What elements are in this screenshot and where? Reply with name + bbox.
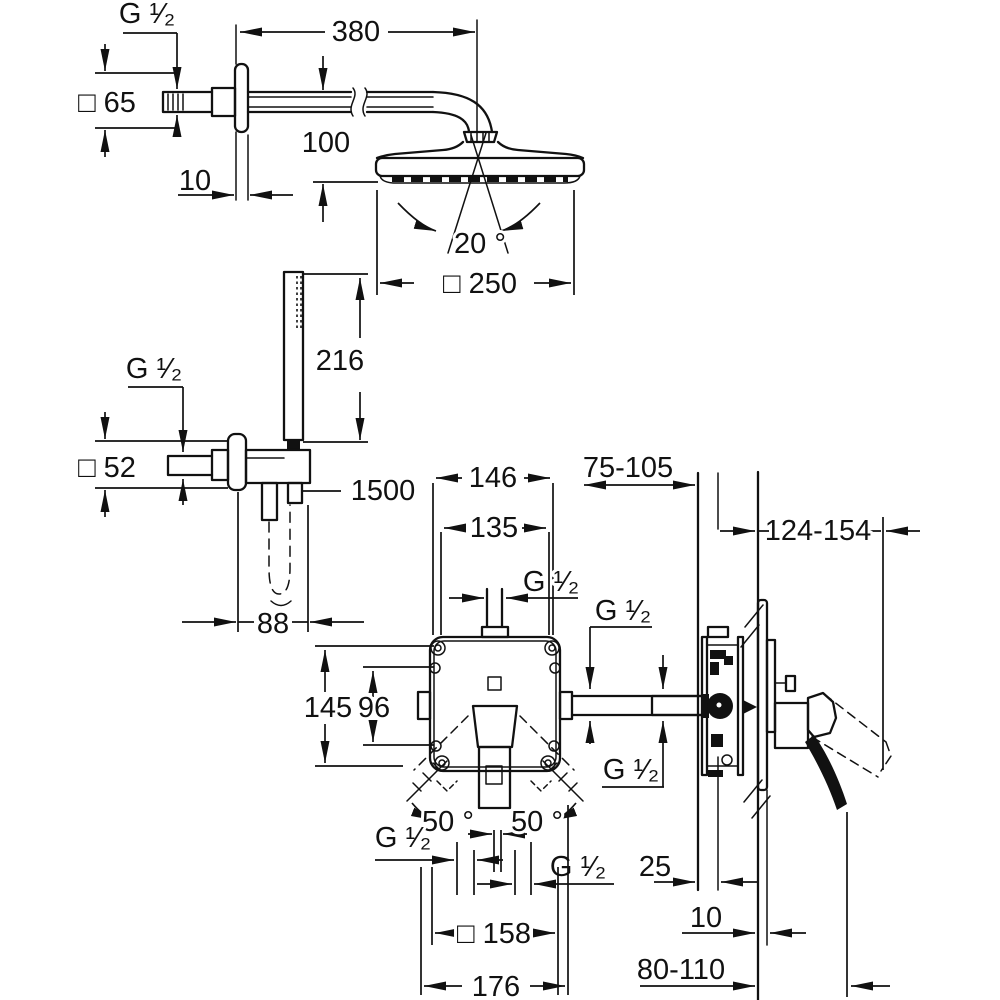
dim-bottom-thread-left: G ¹⁄₂: [375, 822, 431, 854]
dim-trim-width: 176: [472, 971, 520, 1000]
dim-side-thread-upper: G ¹⁄₂: [595, 595, 651, 627]
mixer-front-dimensions: 146 135 G ¹⁄₂ G ¹⁄₂ G ¹⁄₂ 145 96: [301, 459, 668, 1000]
dim-body-width: 146: [469, 462, 517, 494]
dim-swing-right: 50 °: [511, 806, 563, 838]
dim-hole-spacing-v-inner: 96: [358, 692, 390, 724]
head-shower-dimensions: G ¹⁄₂ □ 65 10 380 100 20 ° □ 250: [75, 0, 575, 303]
dim-hole-spacing-h: 135: [470, 512, 518, 544]
dim-wall-clearance: 25: [639, 851, 671, 883]
dim-holder-offset: 88: [257, 608, 289, 640]
dim-trim-size: □ 158: [457, 918, 531, 950]
dim-head-thread: G ¹⁄₂: [119, 0, 175, 30]
dim-holder-thread: G ¹⁄₂: [126, 353, 182, 385]
dim-spray-angle: 20 °: [454, 228, 506, 260]
dim-hole-spacing-v-outer: 145: [304, 692, 352, 724]
dim-head-flange-depth: 10: [179, 165, 211, 197]
dim-head-flange-size: □ 65: [78, 87, 136, 119]
dim-side-thread-lower: G ¹⁄₂: [603, 754, 659, 786]
head-shower-view: [161, 19, 586, 254]
dim-lever-reach: 124-154: [765, 515, 871, 547]
dim-head-height: 100: [302, 127, 350, 159]
dim-arm-length: 380: [332, 16, 380, 48]
mixer-side-dimensions: 75-105 124-154 25 10 80-110: [580, 449, 920, 997]
dim-swing-left: 50 °: [422, 806, 474, 838]
hand-shower-view: [166, 270, 312, 607]
dim-lever-distance: 80-110: [637, 954, 725, 986]
dim-holder-flange-size: □ 52: [78, 452, 136, 484]
dim-install-depth: 75-105: [583, 452, 673, 484]
mixer-side-view: [650, 470, 892, 1000]
hand-shower-dimensions: 216 G ¹⁄₂ □ 52 1500 88: [75, 273, 418, 643]
dim-trim-depth: 10: [690, 902, 722, 934]
dim-hose-length: 1500: [351, 475, 416, 507]
dim-head-width: □ 250: [443, 268, 517, 300]
dim-hand-shower-length: 216: [316, 345, 364, 377]
dim-top-thread: G ¹⁄₂: [523, 566, 579, 598]
